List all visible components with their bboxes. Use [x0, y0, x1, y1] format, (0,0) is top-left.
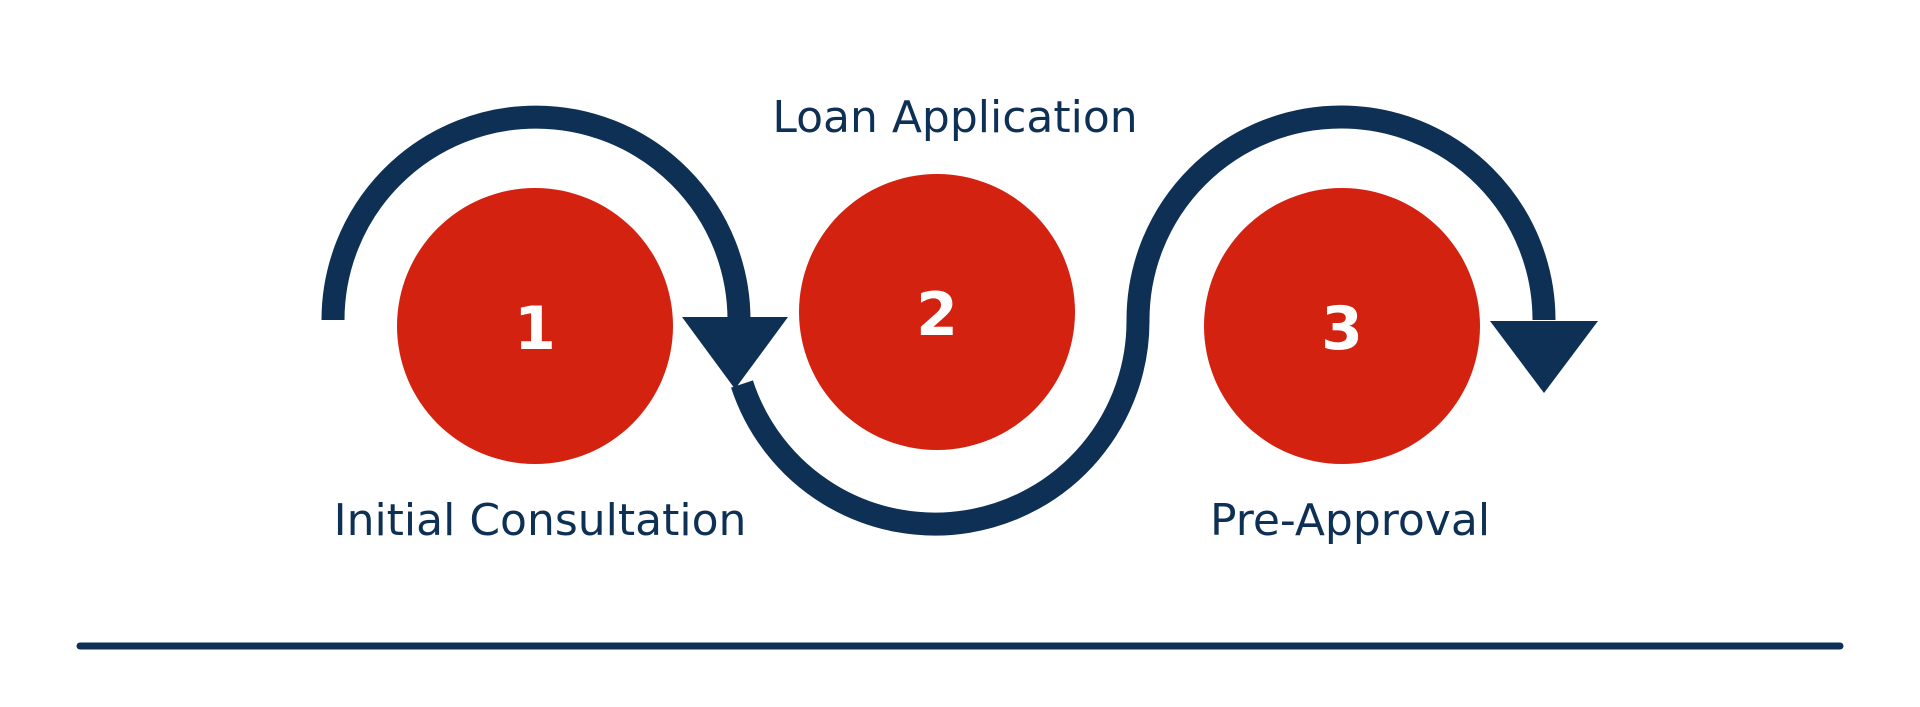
arrowhead-down-icon: [1490, 321, 1598, 393]
step-1-label: Initial Consultation: [334, 495, 747, 546]
arc-under-step-2: [731, 319, 1150, 536]
step-2-label: Loan Application: [772, 92, 1137, 143]
arc-over-step-1: [321, 105, 751, 321]
step-1-number: 1: [514, 294, 556, 364]
step-3-label: Pre-Approval: [1210, 495, 1490, 546]
step-3-circle: [1204, 188, 1480, 464]
arrowhead-down-icon: [682, 317, 788, 389]
arc-over-step-3: [1126, 105, 1556, 321]
step-3-number: 3: [1321, 294, 1363, 364]
step-2-number: 2: [916, 280, 958, 350]
step-1-circle: [397, 188, 673, 464]
flow-arrows: [321, 105, 1556, 536]
step-2-circle: [799, 174, 1075, 450]
